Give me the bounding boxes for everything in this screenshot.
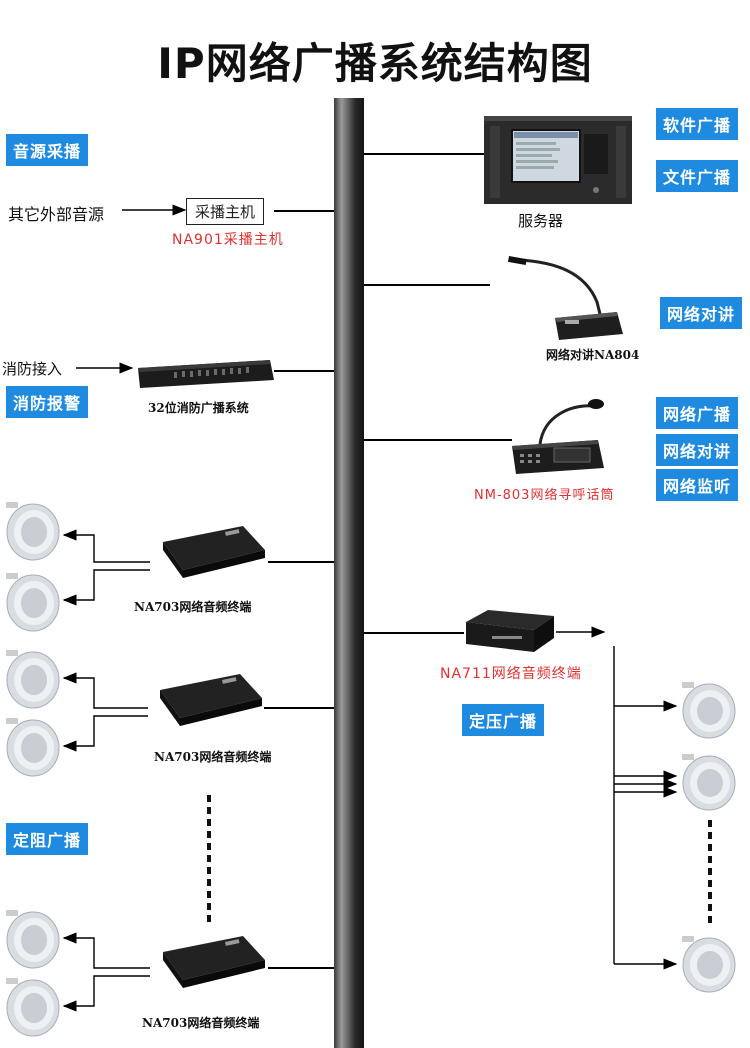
link-na703-2 [264,707,334,709]
na703-terminal-icon [160,674,262,726]
link-na804 [364,284,490,286]
link-na711 [364,632,464,634]
badge-fire-alarm: 消防报警 [6,386,89,418]
ceiling-speaker-icon [682,754,736,811]
fire-input-label: 消防接入 [2,360,63,378]
badge-audio-capture: 音源采播 [6,134,89,166]
ceiling-speaker-icon [6,573,60,632]
na804-label: 网络对讲NA804 [546,348,640,362]
link-na703-3 [268,967,334,969]
nm803-label: NM-803网络寻呼话筒 [474,488,615,503]
badge-net-intercom-1: 网络对讲 [660,297,743,329]
capture-host-model: NA901采播主机 [172,232,284,248]
na703-label-3: NA703网络音频终端 [142,1016,260,1030]
ceiling-speaker-icon [6,718,60,777]
na711-label: NA711网络音频终端 [440,666,582,682]
ceiling-speaker-icon [6,978,60,1037]
ceiling-speaker-icon [682,682,736,739]
ceiling-speaker-icon [682,936,736,993]
badge-net-monitor: 网络监听 [656,469,739,501]
badge-net-intercom-2: 网络对讲 [656,434,739,466]
capture-host-box: 采播主机 [186,198,265,225]
ceiling-speaker-icon [6,502,60,561]
ceiling-speaker-icon [6,910,60,969]
badge-software-broadcast: 软件广播 [656,108,739,140]
continuation-dots [207,795,211,925]
na703-label-2: NA703网络音频终端 [154,750,272,764]
paging-mic-nm803-icon [512,399,604,474]
diagram-title: IP网络广播系统结构图 [157,39,593,88]
continuation-dots [708,820,712,928]
na703-terminal-icon [163,936,265,988]
fire-system-label: 32位消防广播系统 [148,401,249,415]
server-label: 服务器 [518,212,564,230]
link-capture-host [274,210,334,212]
other-source-label: 其它外部音源 [8,205,105,224]
network-bus [334,98,364,1048]
link-nm803 [364,439,512,441]
badge-net-broadcast: 网络广播 [656,397,739,429]
server-icon [484,116,632,204]
link-fire-system [274,370,334,372]
na703-label-1: NA703网络音频终端 [134,600,252,614]
badge-file-broadcast: 文件广播 [656,160,739,192]
badge-fixed-resistance: 定阻广播 [6,823,89,855]
intercom-na804-icon [507,256,623,340]
na703-terminal-icon [163,526,265,578]
link-na703-1 [268,561,334,563]
ceiling-speaker-icon [6,650,60,709]
badge-constant-voltage: 定压广播 [462,704,545,736]
link-server [364,153,484,155]
fire-broadcast-rack-icon [138,360,274,388]
na711-terminal-icon [466,610,554,652]
